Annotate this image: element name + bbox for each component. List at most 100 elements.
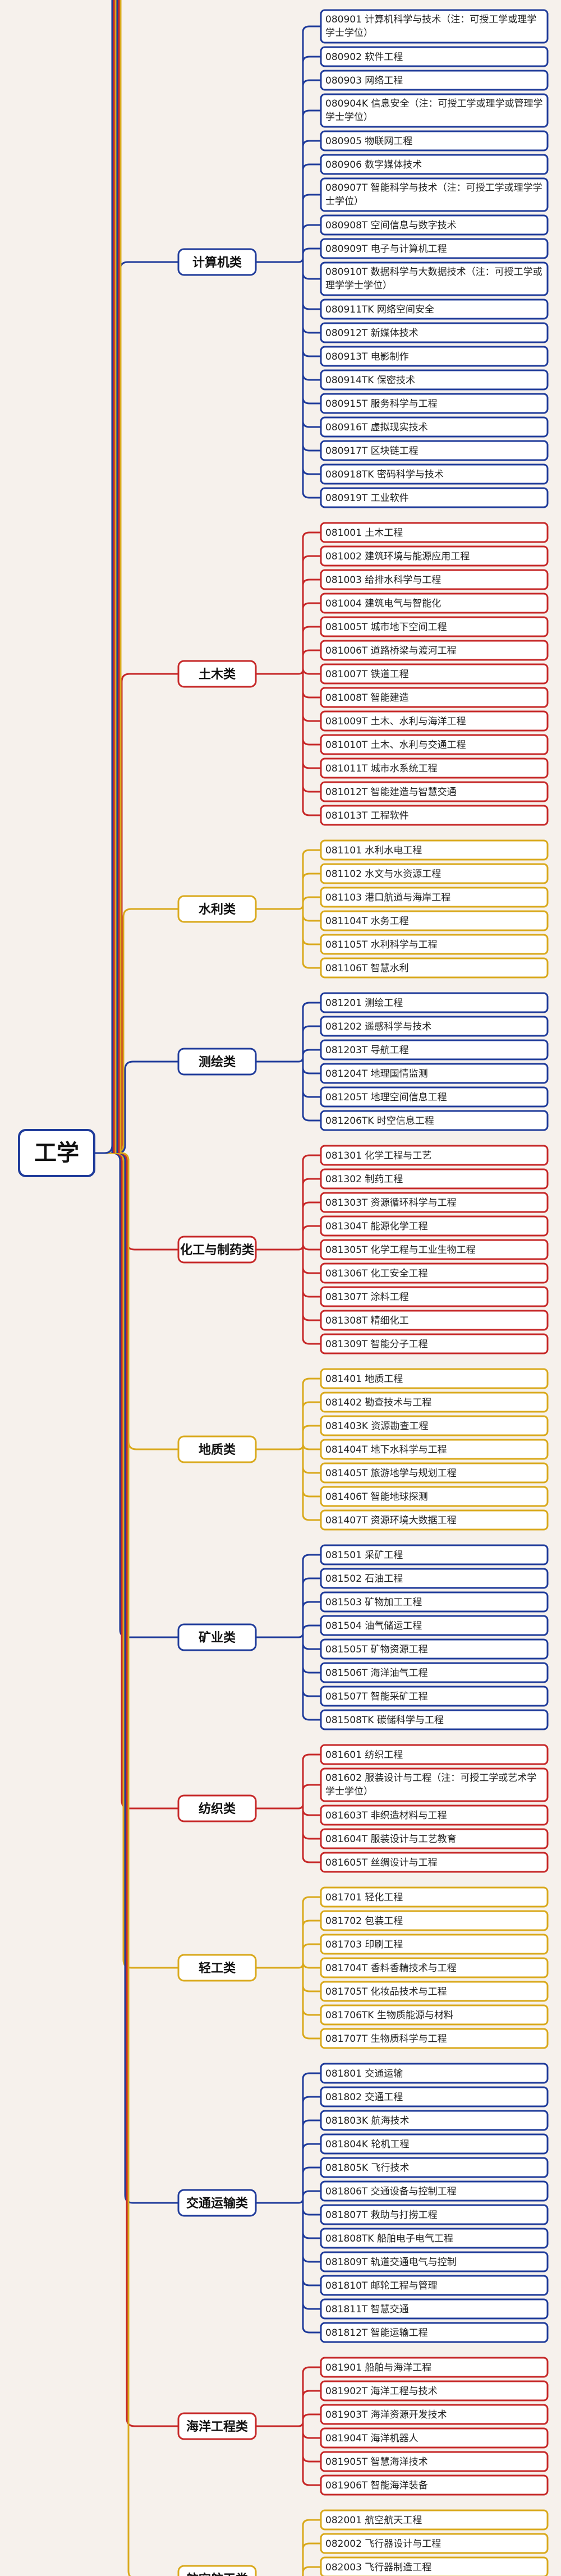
- category-node[interactable]: 水利类: [177, 895, 257, 923]
- leaf-node[interactable]: 081802 交通工程: [320, 2086, 549, 2107]
- leaf-node[interactable]: 080914TK 保密技术: [320, 369, 549, 391]
- leaf-node[interactable]: 081605T 丝绸设计与工程: [320, 1852, 549, 1873]
- leaf-node[interactable]: 081506T 海洋油气工程: [320, 1662, 549, 1683]
- leaf-node[interactable]: 081002 建筑环境与能源应用工程: [320, 545, 549, 567]
- leaf-node[interactable]: 081507T 智能采矿工程: [320, 1686, 549, 1707]
- leaf-node[interactable]: 081703 印刷工程: [320, 1934, 549, 1955]
- category-node[interactable]: 轻工类: [177, 1954, 257, 1982]
- leaf-node[interactable]: 081202 遥感科学与技术: [320, 1016, 549, 1037]
- leaf-node[interactable]: 081205T 地理空间信息工程: [320, 1086, 549, 1108]
- leaf-node[interactable]: 080915T 服务科学与工程: [320, 393, 549, 414]
- leaf-node[interactable]: 080916T 虚拟现实技术: [320, 416, 549, 438]
- leaf-node[interactable]: 081011T 城市水系统工程: [320, 757, 549, 779]
- leaf-node[interactable]: 081705T 化妆品技术与工程: [320, 1981, 549, 2002]
- leaf-node[interactable]: 080919T 工业软件: [320, 487, 549, 508]
- leaf-node[interactable]: 081204T 地理国情监测: [320, 1063, 549, 1084]
- leaf-node[interactable]: 081803K 航海技术: [320, 2110, 549, 2131]
- category-node[interactable]: 海洋工程类: [177, 2412, 257, 2440]
- leaf-node[interactable]: 080908T 空间信息与数字技术: [320, 214, 549, 236]
- leaf-node[interactable]: 081504 油气储运工程: [320, 1615, 549, 1636]
- leaf-node[interactable]: 080903 网络工程: [320, 70, 549, 91]
- leaf-node[interactable]: 081503 矿物加工工程: [320, 1591, 549, 1613]
- leaf-node[interactable]: 081013T 工程软件: [320, 805, 549, 826]
- leaf-node[interactable]: 081306T 化工安全工程: [320, 1262, 549, 1284]
- leaf-node[interactable]: 080901 计算机科学与技术（注：可授工学或理学学士学位）: [320, 9, 549, 44]
- leaf-node[interactable]: 082001 航空航天工程: [320, 2509, 549, 2531]
- leaf-node[interactable]: 081508TK 碳储科学与工程: [320, 1709, 549, 1730]
- leaf-node[interactable]: 081812T 智能运输工程: [320, 2322, 549, 2343]
- leaf-node[interactable]: 080913T 电影制作: [320, 346, 549, 367]
- category-node[interactable]: 地质类: [177, 1435, 257, 1463]
- leaf-node[interactable]: 081603T 非织造材料与工程: [320, 1804, 549, 1826]
- leaf-node[interactable]: 081405T 旅游地学与规划工程: [320, 1462, 549, 1484]
- leaf-node[interactable]: 081702 包装工程: [320, 1910, 549, 1931]
- leaf-node[interactable]: 081502 石油工程: [320, 1568, 549, 1589]
- leaf-node[interactable]: 081105T 水利科学与工程: [320, 934, 549, 955]
- leaf-node[interactable]: 081201 测绘工程: [320, 992, 549, 1013]
- leaf-node[interactable]: 081303T 资源循环科学与工程: [320, 1192, 549, 1213]
- leaf-node[interactable]: 080906 数字媒体技术: [320, 154, 549, 175]
- leaf-node[interactable]: 081005T 城市地下空间工程: [320, 616, 549, 637]
- leaf-node[interactable]: 082002 飞行器设计与工程: [320, 2533, 549, 2554]
- leaf-node[interactable]: 081801 交通运输: [320, 2063, 549, 2084]
- leaf-node[interactable]: 081901 船舶与海洋工程: [320, 2357, 549, 2378]
- leaf-node[interactable]: 081904T 海洋机器人: [320, 2427, 549, 2449]
- leaf-node[interactable]: 081404T 地下水科学与工程: [320, 1439, 549, 1460]
- leaf-node[interactable]: 081406T 智能地球探测: [320, 1486, 549, 1507]
- leaf-node[interactable]: 081809T 轨道交通电气与控制: [320, 2251, 549, 2272]
- leaf-node[interactable]: 081007T 铁道工程: [320, 663, 549, 685]
- leaf-node[interactable]: 081104T 水务工程: [320, 910, 549, 931]
- leaf-node[interactable]: 081008T 智能建造: [320, 687, 549, 708]
- category-node[interactable]: 土木类: [177, 660, 257, 688]
- leaf-node[interactable]: 081006T 道路桥梁与渡河工程: [320, 640, 549, 661]
- leaf-node[interactable]: 081402 勘查技术与工程: [320, 1392, 549, 1413]
- leaf-node[interactable]: 081206TK 时空信息工程: [320, 1110, 549, 1131]
- category-node[interactable]: 交通运输类: [177, 2189, 257, 2217]
- leaf-node[interactable]: 081307T 涂料工程: [320, 1286, 549, 1307]
- leaf-node[interactable]: 081302 制药工程: [320, 1168, 549, 1190]
- leaf-node[interactable]: 081309T 智能分子工程: [320, 1333, 549, 1354]
- leaf-node[interactable]: 081003 给排水科学与工程: [320, 569, 549, 590]
- leaf-node[interactable]: 081001 土木工程: [320, 522, 549, 543]
- leaf-node[interactable]: 081102 水文与水资源工程: [320, 863, 549, 884]
- leaf-node[interactable]: 080904K 信息安全（注：可授工学或理学或管理学学士学位）: [320, 93, 549, 128]
- leaf-node[interactable]: 081903T 海洋资源开发技术: [320, 2404, 549, 2425]
- category-node[interactable]: 化工与制药类: [177, 1236, 257, 1264]
- category-node[interactable]: 矿业类: [177, 1623, 257, 1651]
- leaf-node[interactable]: 081403K 资源勘查工程: [320, 1415, 549, 1436]
- leaf-node[interactable]: 081807T 救助与打捞工程: [320, 2204, 549, 2225]
- leaf-node[interactable]: 081106T 智慧水利: [320, 957, 549, 979]
- leaf-node[interactable]: 081805K 飞行技术: [320, 2157, 549, 2178]
- leaf-node[interactable]: 081304T 能源化学工程: [320, 1215, 549, 1237]
- category-node[interactable]: 航空航天类: [177, 2565, 257, 2576]
- leaf-node[interactable]: 081004 建筑电气与智能化: [320, 593, 549, 614]
- leaf-node[interactable]: 081305T 化学工程与工业生物工程: [320, 1239, 549, 1260]
- leaf-node[interactable]: 081905T 智慧海洋技术: [320, 2451, 549, 2472]
- leaf-node[interactable]: 081707T 生物质科学与工程: [320, 2028, 549, 2049]
- leaf-node[interactable]: 081602 服装设计与工程（注：可授工学或艺术学学士学位）: [320, 1767, 549, 1802]
- leaf-node[interactable]: 080911TK 网络空间安全: [320, 299, 549, 320]
- leaf-node[interactable]: 081806T 交通设备与控制工程: [320, 2180, 549, 2202]
- category-node[interactable]: 纺织类: [177, 1794, 257, 1822]
- leaf-node[interactable]: 080918TK 密码科学与技术: [320, 463, 549, 485]
- leaf-node[interactable]: 081810T 邮轮工程与管理: [320, 2275, 549, 2296]
- leaf-node[interactable]: 081103 港口航道与海岸工程: [320, 887, 549, 908]
- leaf-node[interactable]: 081308T 精细化工: [320, 1310, 549, 1331]
- leaf-node[interactable]: 080909T 电子与计算机工程: [320, 238, 549, 259]
- leaf-node[interactable]: 081501 采矿工程: [320, 1544, 549, 1565]
- category-node[interactable]: 计算机类: [177, 248, 257, 276]
- leaf-node[interactable]: 080910T 数据科学与大数据技术（注：可授工学或理学学士学位）: [320, 261, 549, 296]
- leaf-node[interactable]: 080917T 区块链工程: [320, 440, 549, 461]
- leaf-node[interactable]: 081604T 服装设计与工艺教育: [320, 1828, 549, 1849]
- leaf-node[interactable]: 081407T 资源环境大数据工程: [320, 1509, 549, 1531]
- leaf-node[interactable]: 081902T 海洋工程与技术: [320, 2380, 549, 2401]
- leaf-node[interactable]: 080902 软件工程: [320, 46, 549, 67]
- leaf-node[interactable]: 081203T 导航工程: [320, 1039, 549, 1060]
- leaf-node[interactable]: 081601 纺织工程: [320, 1744, 549, 1765]
- leaf-node[interactable]: 081505T 矿物资源工程: [320, 1638, 549, 1660]
- leaf-node[interactable]: 081808TK 船舶电子电气工程: [320, 2228, 549, 2249]
- leaf-node[interactable]: 081701 轻化工程: [320, 1886, 549, 1908]
- leaf-node[interactable]: 080912T 新媒体技术: [320, 322, 549, 343]
- category-node[interactable]: 测绘类: [177, 1048, 257, 1076]
- leaf-node[interactable]: 081012T 智能建造与智慧交通: [320, 781, 549, 802]
